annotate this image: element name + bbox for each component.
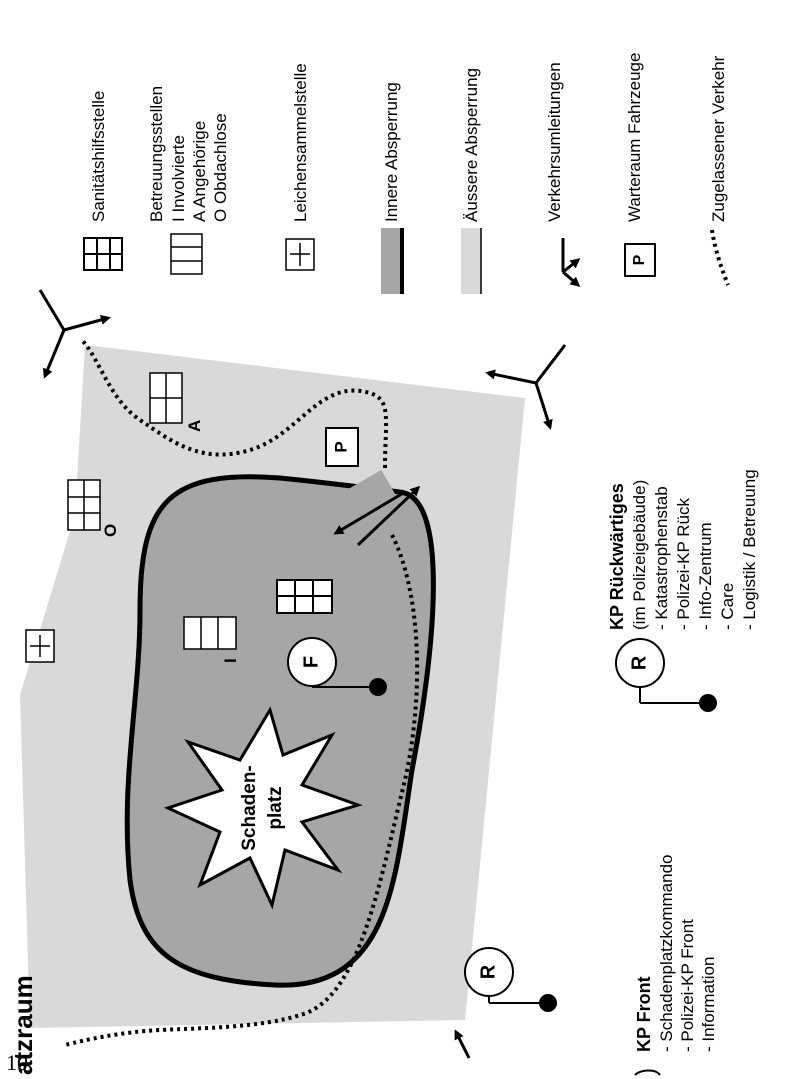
kp-rueck-item-2: - Polizei-KP Rück — [674, 498, 693, 630]
legend-innere: Innere Absperrung — [382, 82, 401, 222]
parking-marker: P — [331, 441, 350, 452]
care-station-icon — [67, 479, 101, 531]
command-post-icon: R — [615, 638, 717, 712]
legend-parking-letter: P — [631, 254, 648, 265]
legend-umleitung: Verkehrsumleitungen — [545, 62, 564, 222]
legend-detour-arrows-icon — [561, 238, 581, 287]
legend-parking-icon: P — [624, 243, 656, 277]
kp-rueck-icon-label: R — [628, 655, 650, 670]
allowed-traffic-route — [80, 338, 389, 469]
kp-rueck-item-1: - Katastrophenstab — [652, 486, 671, 630]
page-title: atzraum — [8, 975, 38, 1075]
label-a: A — [185, 420, 204, 432]
kp-rueck-item-3: - Info-Zentrum — [696, 522, 715, 630]
access-lane-in — [333, 490, 406, 535]
legend-allowed-traffic-line — [710, 229, 730, 286]
page-number: 10 — [6, 1050, 28, 1075]
legend-zugelassen: Zugelassener Verkehr — [709, 55, 728, 222]
legend-sanitaets: Sanitätshilfsstelle — [89, 91, 108, 222]
kp-front-partial-icon — [634, 1069, 661, 1076]
command-post-icon: F — [287, 637, 387, 696]
kp-front-item-1: - Schadenplatzkommando — [657, 854, 676, 1052]
damage-site-label-1: Schaden- — [239, 765, 260, 851]
first-aid-post-icon — [276, 579, 333, 614]
legend-body-collection-icon — [285, 238, 315, 271]
kp-rueck-item-4: - Care — [718, 583, 737, 630]
kp-rueck-title: KP Rückwärtiges — [607, 483, 627, 630]
legend-betreuung-title: Betreuungsstellen — [147, 86, 166, 222]
legend-betreuung-item-2: A Angehörige — [190, 121, 209, 222]
legend-leichen: Leichensammelstelle — [291, 63, 310, 222]
kp-front-item-2: - Polizei-KP Front — [678, 919, 697, 1052]
front-marker: F — [300, 656, 322, 668]
entry-arrow — [454, 1029, 471, 1059]
legend-aeussere: Äussere Absperrung — [462, 68, 481, 222]
inner-cordon-area — [124, 474, 436, 988]
rear-marker: R — [477, 964, 499, 979]
damage-site-label-2: platz — [265, 786, 286, 829]
body-collection-icon — [25, 629, 55, 663]
detour-arrows-icon — [38, 289, 111, 379]
kp-front-item-3: - Information — [699, 957, 718, 1052]
explosion-icon — [163, 706, 363, 910]
access-lane-out — [356, 485, 421, 547]
legend-outer-cordon-swatch — [461, 228, 481, 294]
kp-rueck-item-5: - Logistik / Betreuung — [740, 469, 759, 630]
care-station-icon — [149, 372, 183, 424]
legend-inner-cordon-swatch — [381, 228, 401, 294]
kp-front-title: KP Front — [634, 976, 654, 1052]
kp-rueck-subtitle: (im Polizeigebäude) — [630, 480, 649, 630]
label-i: I — [221, 658, 240, 663]
legend-care-station-icon — [170, 233, 203, 275]
legend-betreuung-item-1: I Involvierte — [169, 135, 188, 222]
legend-betreuung-item-3: O Obdachlose — [211, 113, 230, 222]
care-station-icon — [183, 616, 237, 650]
parking-icon: P — [325, 427, 359, 467]
legend-warteraum: Warteraum Fahrzeuge — [625, 53, 644, 222]
legend-first-aid-icon — [83, 237, 123, 271]
allowed-traffic-route-lower — [64, 534, 420, 1047]
command-post-icon: R — [464, 947, 557, 1012]
label-o: O — [101, 524, 120, 537]
detour-arrows-icon — [485, 344, 567, 430]
